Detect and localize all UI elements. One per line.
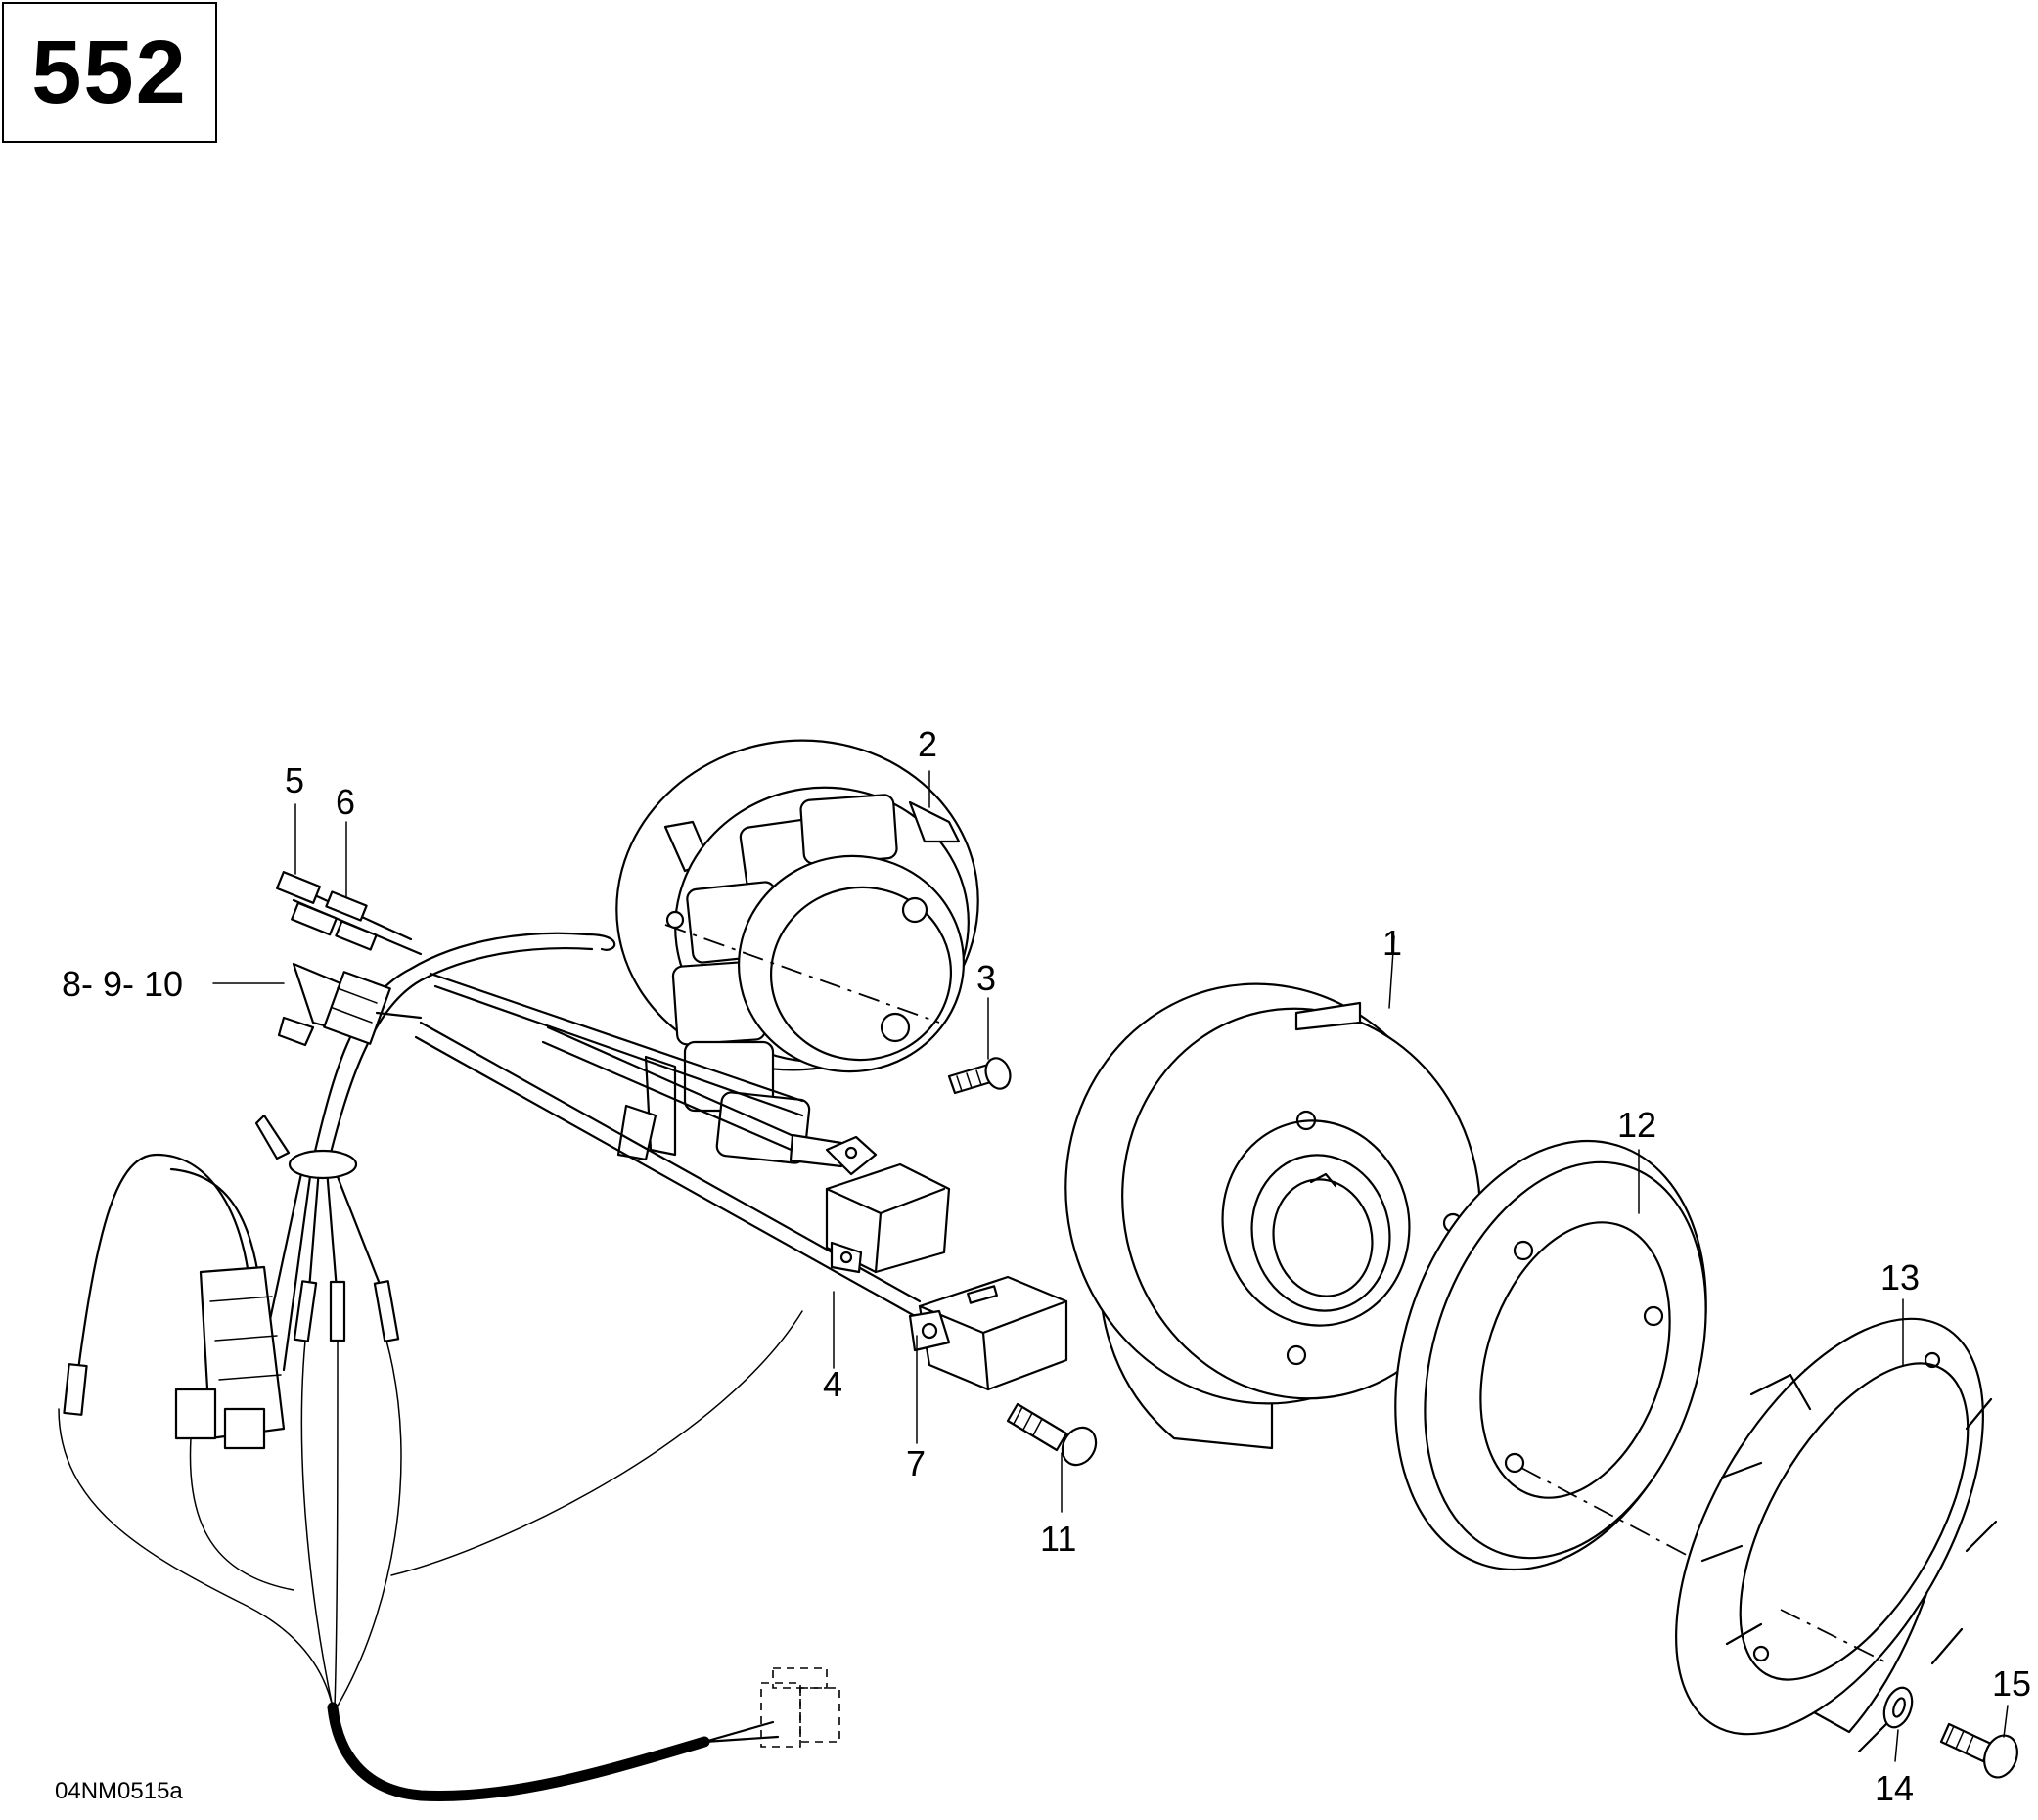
callout-6: 6 [336, 782, 355, 822]
stator-part-2 [615, 739, 979, 1164]
callout-2: 2 [918, 724, 937, 764]
figure-code: 04NM0515a [55, 1778, 183, 1804]
callout-7: 7 [906, 1443, 926, 1483]
wiring-harness [58, 932, 840, 1802]
callout-1: 1 [1382, 923, 1402, 963]
callout-12: 12 [1617, 1105, 1656, 1145]
callout-4: 4 [823, 1364, 842, 1404]
connector-part-8-9-10 [277, 962, 423, 1047]
callout-15: 15 [1992, 1663, 2031, 1704]
page-number: 552 [31, 22, 188, 122]
sensor-part-7 [908, 1275, 1068, 1391]
callout-14: 14 [1875, 1768, 1914, 1808]
bolt-part-15 [1939, 1722, 2018, 1779]
callout-5: 5 [285, 760, 304, 800]
callout-13: 13 [1880, 1257, 1920, 1297]
ring-plate-part-12 [1394, 1139, 1782, 1606]
washer-part-14 [1882, 1686, 1914, 1729]
page-number-box: 552 [2, 2, 217, 143]
flywheel-part-1 [1064, 982, 1481, 1450]
leader-lines [212, 770, 2009, 1762]
callout-3: 3 [976, 958, 996, 998]
callout-8-9-10: 8- 9- 10 [62, 964, 183, 1004]
starter-cup-part-13 [1675, 1317, 1998, 1753]
terminal-part-5-6 [275, 871, 423, 956]
screw-part-3 [947, 1057, 1012, 1095]
trigger-coil-part-4 [414, 972, 951, 1318]
callout-labels: 1 2 3 4 5 6 7 8- 9- 10 11 12 13 14 15 [62, 724, 2031, 1808]
callout-11: 11 [1040, 1519, 1076, 1559]
bolt-part-11 [1006, 1402, 1098, 1467]
